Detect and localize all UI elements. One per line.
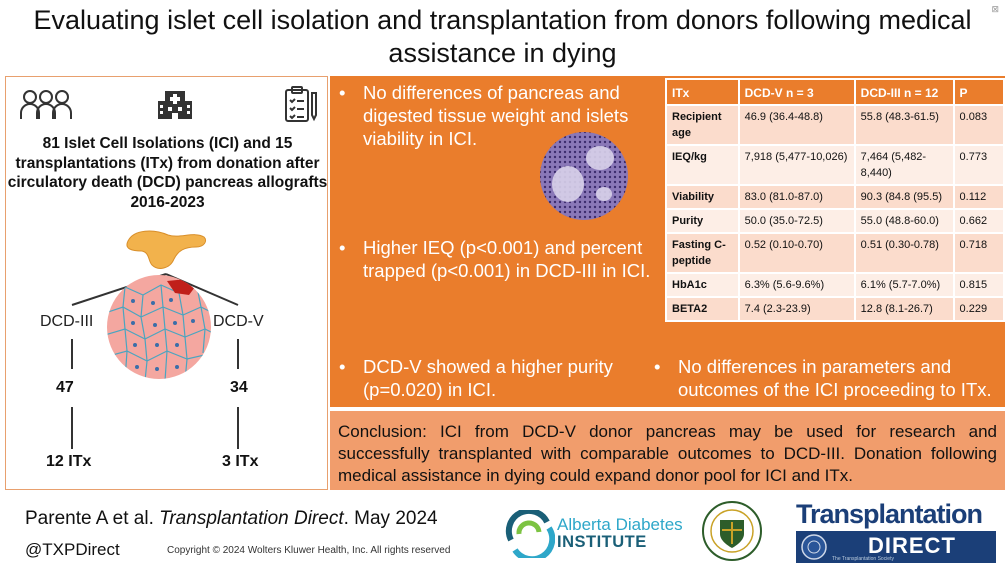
itx-dcd-iii: 12 ITx: [46, 453, 92, 470]
table-row: Purity 50.0 (35.0-72.5) 55.0 (48.8-60.0)…: [665, 208, 1005, 234]
cells-illustration: [107, 275, 211, 379]
adi-logo-text: Alberta Diabetes: [557, 515, 683, 534]
people-icon: [20, 90, 72, 119]
count-dcd-v: 34: [230, 379, 248, 396]
table-row: Viability 83.0 (81.0-87.0) 90.3 (84.8 (9…: [665, 184, 1005, 210]
transplantation-logo-text: Transplantation: [796, 499, 983, 529]
branch-label-dcd-iii: DCD-III: [40, 313, 94, 330]
bullet-item: •DCD-V showed a higher purity (p=0.020) …: [339, 356, 613, 400]
findings-panel-lower: [330, 331, 1005, 407]
citation: Parente A et al. Transplantation Direct.…: [25, 508, 438, 529]
itx-table: ITx DCD-V n = 3 DCD-III n = 12 P Recipie…: [662, 76, 1005, 338]
tts-logo-subtext: The Transplantation Society: [832, 556, 894, 562]
table-row: HbA1c 6.3% (5.6-9.6%) 6.1% (5.7-7.0%) 0.…: [665, 272, 1005, 298]
university-seal-icon: [702, 501, 762, 561]
table-header: DCD-III n = 12: [853, 78, 955, 106]
itx-dcd-v: 3 ITx: [222, 453, 259, 470]
table-header: ITx: [665, 78, 740, 106]
table-row: IEQ/kg 7,918 (5,477-10,026) 7,464 (5,482…: [665, 144, 1005, 186]
alberta-diabetes-logo-icon: [505, 510, 555, 558]
pancreas-icon: [126, 230, 207, 269]
conclusion-box: Conclusion: ICI from DCD-V donor pancrea…: [330, 411, 1005, 490]
table-header: P: [952, 78, 1005, 106]
copyright-notice: Copyright © 2024 Wolters Kluwer Health, …: [167, 545, 451, 556]
table-row: Fasting C-peptide 0.52 (0.10-0.70) 0.51 …: [665, 232, 1005, 274]
transplantation-logo-band: [796, 531, 996, 563]
count-dcd-iii: 47: [56, 379, 74, 396]
tissue-image: [540, 132, 628, 220]
tts-seal-icon: [801, 534, 827, 560]
study-summary: 81 Islet Cell Isolations (ICI) and 15 tr…: [7, 135, 328, 211]
direct-logo-text: DIRECT: [868, 533, 956, 558]
table-header: DCD-V n = 3: [737, 78, 856, 106]
twitter-handle[interactable]: @TXPDirect: [25, 540, 120, 559]
close-icon[interactable]: ⊠: [991, 4, 999, 14]
hospital-icon: [158, 91, 192, 119]
left-panel: 81 Islet Cell Isolations (ICI) and 15 tr…: [5, 76, 328, 490]
clipboard-icon: [285, 86, 317, 122]
table-row: BETA2 7.4 (2.3-23.9) 12.8 (8.1-26.7) 0.2…: [665, 296, 1005, 322]
branch-label-dcd-v: DCD-V: [213, 313, 264, 330]
bullet-item: •Higher IEQ (p<0.001) and percent trappe…: [339, 237, 651, 281]
page-title: Evaluating islet cell isolation and tran…: [33, 5, 972, 68]
bullet-item: •No differences in parameters and outcom…: [654, 356, 992, 400]
adi-logo-subtext: INSTITUTE: [557, 533, 647, 551]
bullet-item: •No differences of pancreas and digested…: [339, 82, 629, 149]
table-row: Recipient age 46.9 (36.4-48.8) 55.8 (48.…: [665, 104, 1005, 146]
